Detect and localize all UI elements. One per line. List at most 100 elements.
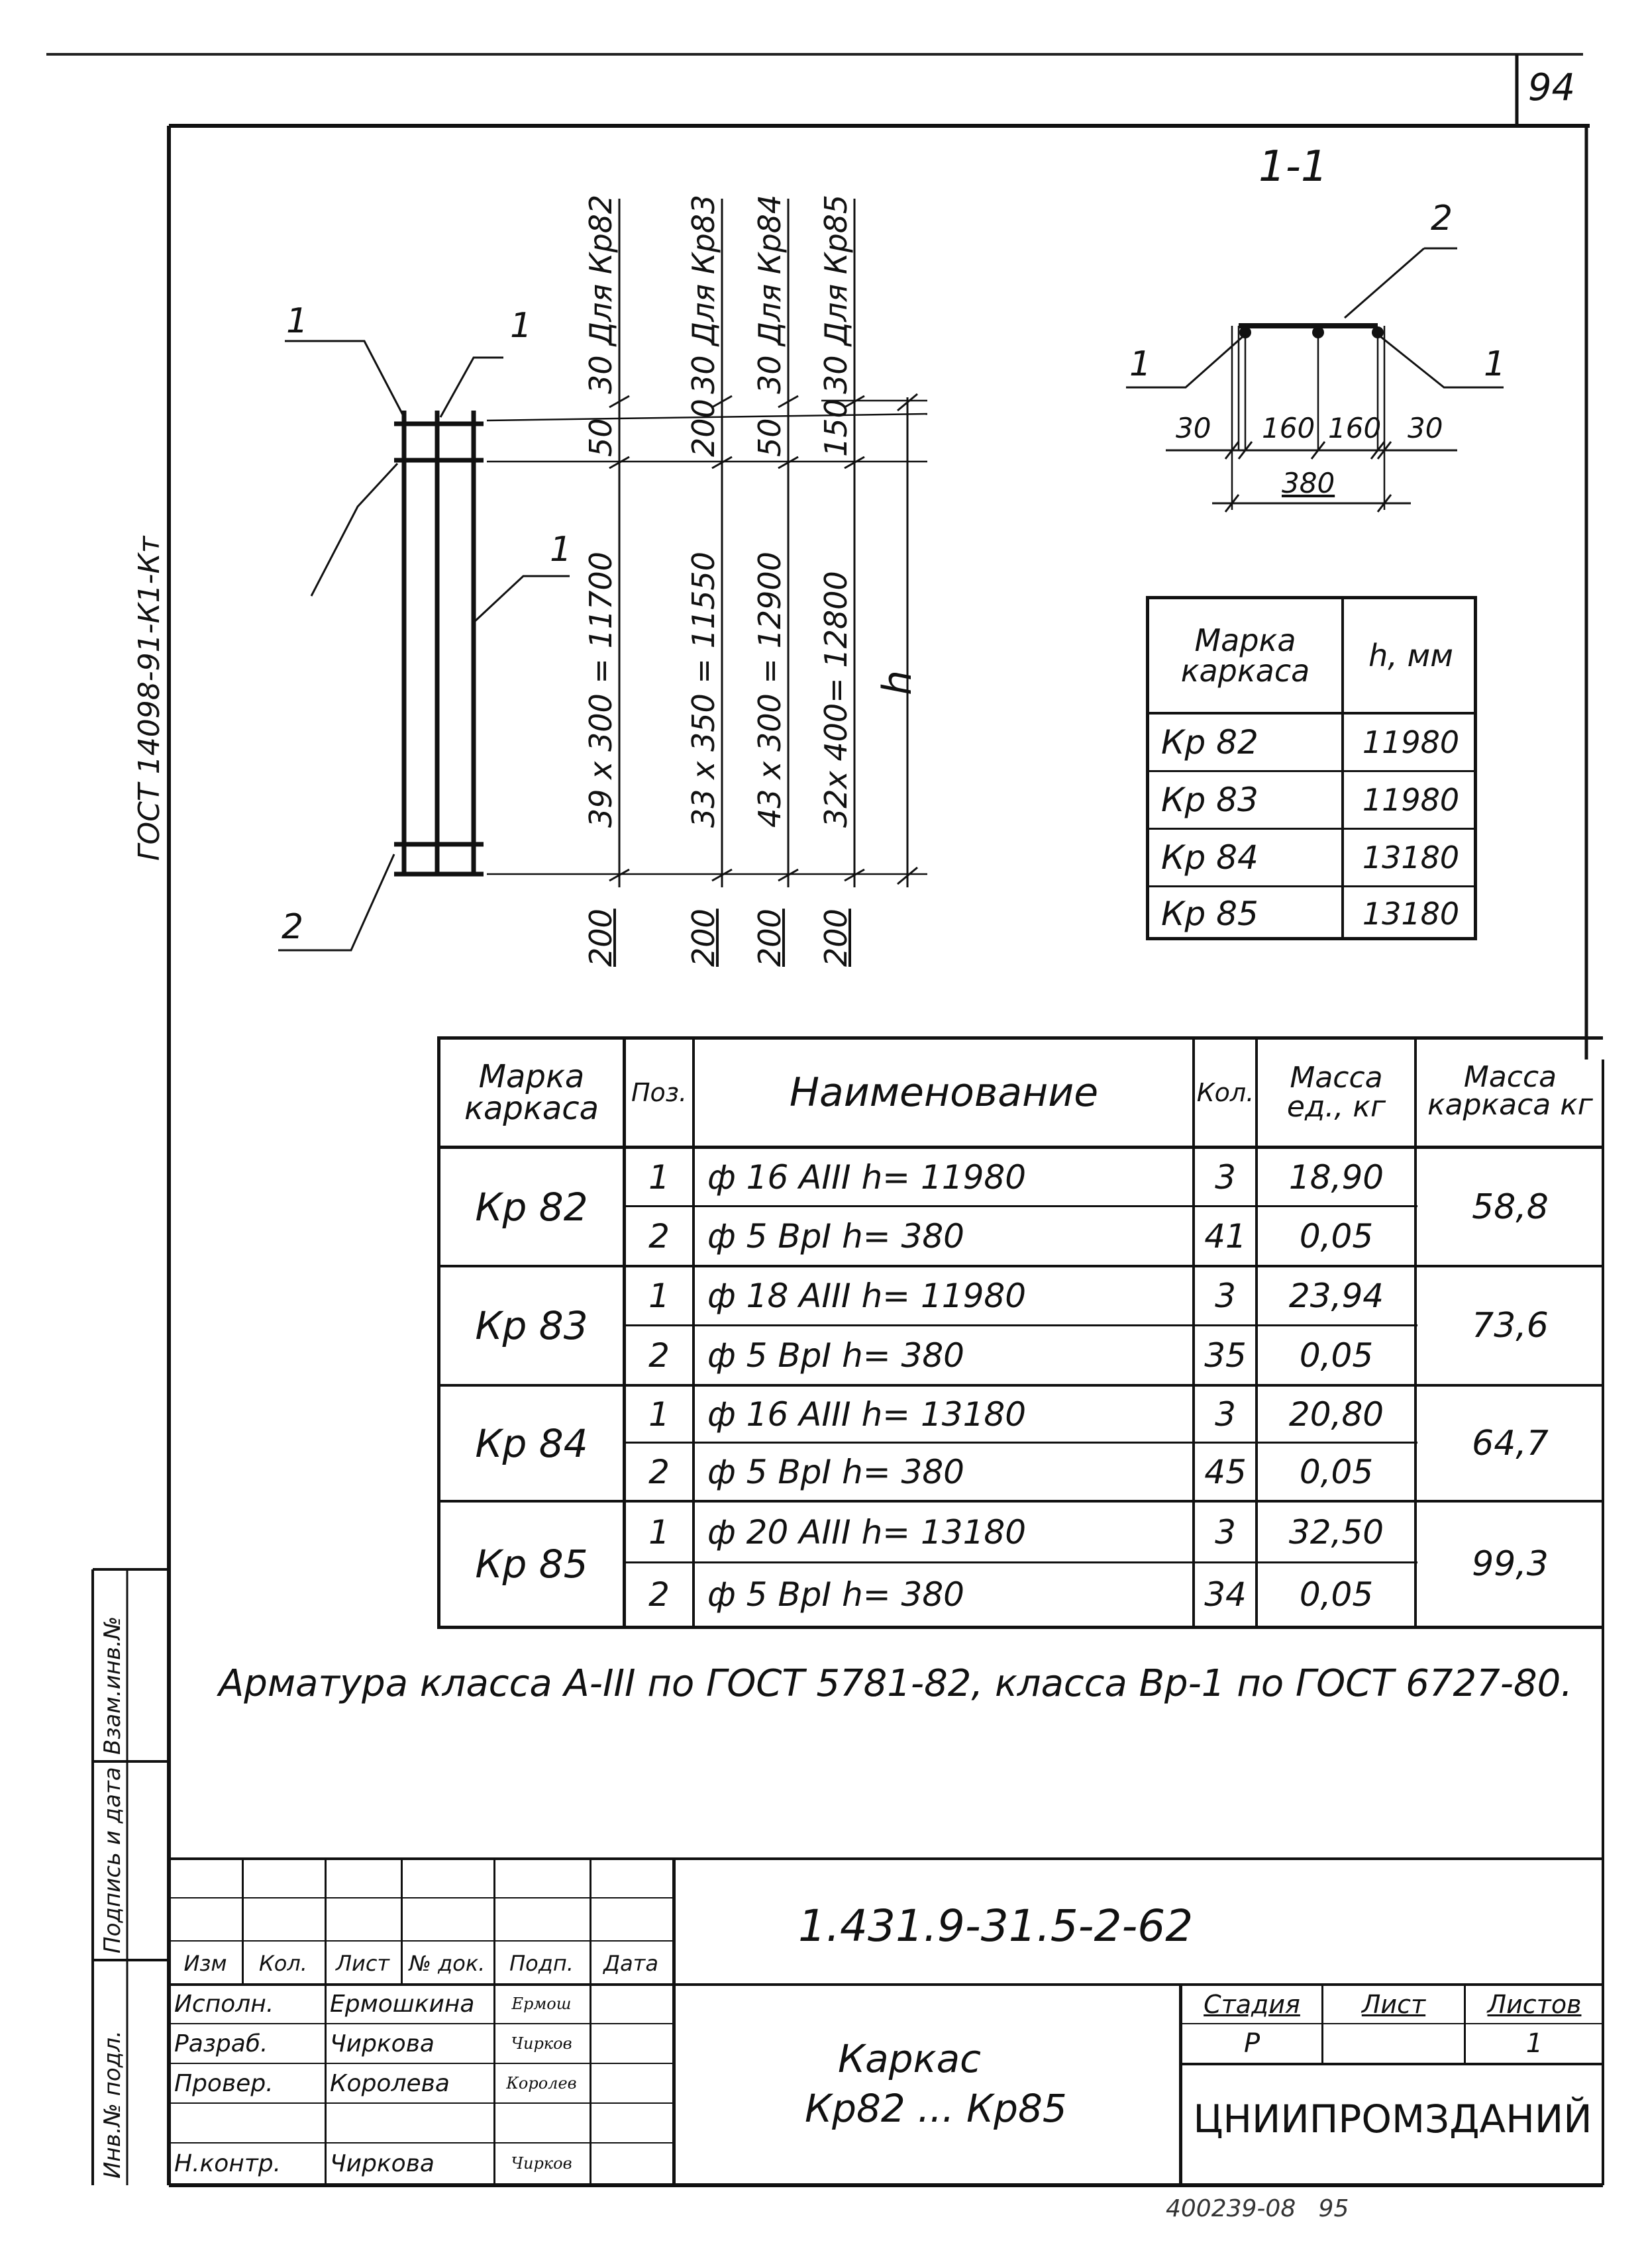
spec-row-name: ф 5 ВрI ℎ= 380 xyxy=(707,1575,964,1614)
spec-row-mass: 20,80 xyxy=(1288,1395,1384,1434)
tb-signature: Чирков xyxy=(511,2154,572,2173)
dim-bottom: 200 xyxy=(583,909,619,967)
dim-seg: 50 xyxy=(752,418,788,457)
spec-row-mass: 18,90 xyxy=(1288,1158,1384,1197)
h-table-header-h: h, мм xyxy=(1368,637,1453,673)
dim-top: 30 Для Кр84 xyxy=(752,194,788,394)
spec-table: Марка каркаса Поз. Наименование Кол. Мас… xyxy=(437,1036,1603,1632)
spec-row-pos: 1 xyxy=(648,1395,670,1434)
section-dim-c: 160 xyxy=(1328,412,1382,444)
spec-row-name: ф 5 ВрI ℎ= 380 xyxy=(707,1452,964,1491)
stage-value: Р xyxy=(1243,2028,1260,2059)
dim-bottom: 200 xyxy=(752,909,788,967)
dim-main: 39 х 300 = 11700 xyxy=(583,552,619,828)
sheet-header: Лист xyxy=(1361,1990,1426,2019)
h-table-row-mark: Кр 83 xyxy=(1161,781,1259,819)
tb-signature: Королев xyxy=(506,2074,577,2093)
spec-row-mass: 32,50 xyxy=(1288,1512,1384,1552)
sheets-value: 1 xyxy=(1525,2028,1543,2059)
organization-name: ЦНИИПРОМЗДАНИЙ xyxy=(1193,2096,1592,2142)
spec-row-pos: 1 xyxy=(648,1158,670,1197)
section-callout-2: 2 xyxy=(1431,199,1453,238)
dim-bottom: 200 xyxy=(818,909,854,967)
h-table-row-h: 11980 xyxy=(1362,724,1460,760)
h-table-row-mark: Кр 84 xyxy=(1161,838,1259,877)
tb-signature: Ермош xyxy=(511,1995,572,2013)
tb-name: Ермошкина xyxy=(330,1990,475,2018)
sheets-header: Листов xyxy=(1487,1990,1582,2019)
tb-name: Чиркова xyxy=(330,2030,435,2057)
note-text: Арматура класса А-III по ГОСТ 5781-82, к… xyxy=(219,1662,1573,1705)
sheet-value xyxy=(1323,2024,1464,2063)
dim-seg: 50 xyxy=(583,418,619,457)
side-label-sign: Подпись и дата xyxy=(99,1767,126,1953)
h-table-row-h: 13180 xyxy=(1362,840,1460,875)
spec-group-total: 64,7 xyxy=(1472,1423,1549,1463)
section-dim-d: 30 xyxy=(1408,412,1443,444)
title-block: 1.431.9-31.5-2-62 Изм Кол. Лист № док. П… xyxy=(169,1857,1603,2185)
spec-row-qty: 3 xyxy=(1215,1158,1236,1197)
h-table-row-mark: Кр 85 xyxy=(1161,895,1259,933)
h-table-header-mark: Марка каркаса xyxy=(1180,622,1310,689)
tb-signature: Чирков xyxy=(511,2034,572,2053)
item-name-line2: Кр82 ... Кр85 xyxy=(805,2086,1067,2131)
stage-header: Стадия xyxy=(1204,1990,1300,2019)
tb-role: Провер. xyxy=(174,2069,274,2097)
section-dim-a: 30 xyxy=(1176,412,1211,444)
h-dimension-label: h xyxy=(874,669,921,695)
spec-row-pos: 1 xyxy=(648,1512,670,1552)
spec-row-qty: 3 xyxy=(1215,1277,1236,1315)
spec-header-pos: Поз. xyxy=(631,1078,688,1107)
drawing-code: 1.431.9-31.5-2-62 xyxy=(798,1900,1194,1951)
section-title: 1-1 xyxy=(1259,142,1328,191)
section-dim-b: 160 xyxy=(1262,412,1315,444)
callout-1-mid: 1 xyxy=(510,306,533,346)
spec-row-name: ф 20 АIII ℎ= 13180 xyxy=(707,1512,1027,1552)
spec-group-mark: Кр 84 xyxy=(475,1420,588,1466)
item-name-line1: Каркас xyxy=(838,2036,981,2081)
spec-row-qty: 3 xyxy=(1215,1512,1236,1552)
dim-main: 32х 400= 12800 xyxy=(818,571,854,828)
spec-group-mark: Кр 85 xyxy=(475,1542,588,1587)
spec-header-total-mass: Масса каркаса кг xyxy=(1427,1060,1593,1122)
dim-top: 30 Для Кр83 xyxy=(686,194,721,394)
h-table-row-h: 11980 xyxy=(1362,782,1460,818)
callout-2-bottom: 2 xyxy=(282,907,304,947)
spec-row-name: ф 16 АIII ℎ= 13180 xyxy=(707,1395,1027,1434)
dim-top: 30 Для Кр85 xyxy=(818,194,854,394)
tb-role: Н.контр. xyxy=(174,2149,282,2177)
dim-seg: 200 xyxy=(686,399,721,457)
h-table: Марка каркаса h, мм Кр 82 11980 Кр 83 11… xyxy=(1146,596,1477,940)
callout-1-left: 1 xyxy=(286,301,309,341)
tb-name: Чиркова xyxy=(330,2149,435,2177)
spec-row-mass: 0,05 xyxy=(1299,1336,1374,1375)
spec-row-mass: 0,05 xyxy=(1299,1216,1374,1256)
tb-header-sign: Подп. xyxy=(509,1951,574,1976)
dim-top: 30 Для Кр82 xyxy=(583,194,619,394)
section-dim-total: 380 xyxy=(1282,467,1335,499)
spec-row-name: ф 5 ВрI ℎ= 380 xyxy=(707,1336,964,1375)
h-table-row-h: 13180 xyxy=(1362,896,1460,932)
dim-bottom: 200 xyxy=(686,909,721,967)
spec-header-name: Наименование xyxy=(789,1069,1099,1116)
spec-header-unit-mass: Масса ед., кг xyxy=(1286,1061,1386,1124)
spec-group-total: 99,3 xyxy=(1472,1544,1549,1584)
spec-row-mass: 0,05 xyxy=(1299,1575,1374,1614)
side-label-replace: Взам.инв.№ xyxy=(99,1616,126,1755)
spec-row-pos: 1 xyxy=(648,1277,670,1315)
spec-row-qty: 41 xyxy=(1204,1216,1247,1256)
spec-group-total: 58,8 xyxy=(1472,1187,1549,1227)
spec-row-pos: 2 xyxy=(648,1575,670,1614)
spec-row-name: ф 18 АIII ℎ= 11980 xyxy=(707,1277,1027,1315)
tb-header-doc: № док. xyxy=(409,1951,486,1976)
h-table-row-mark: Кр 82 xyxy=(1161,723,1259,762)
tb-header-izm: Изм xyxy=(183,1951,227,1976)
spec-row-name: ф 16 АIII ℎ= 11980 xyxy=(707,1158,1027,1197)
spec-header-mark: Марка каркаса xyxy=(464,1058,599,1127)
spec-row-pos: 2 xyxy=(648,1336,670,1375)
spec-row-mass: 0,05 xyxy=(1299,1452,1374,1491)
spec-group-mark: Кр 82 xyxy=(475,1184,588,1230)
side-label-inv: Инв.№ подл. xyxy=(99,2030,126,2179)
footer-stamp: 400239-08 95 xyxy=(1166,2195,1349,2222)
